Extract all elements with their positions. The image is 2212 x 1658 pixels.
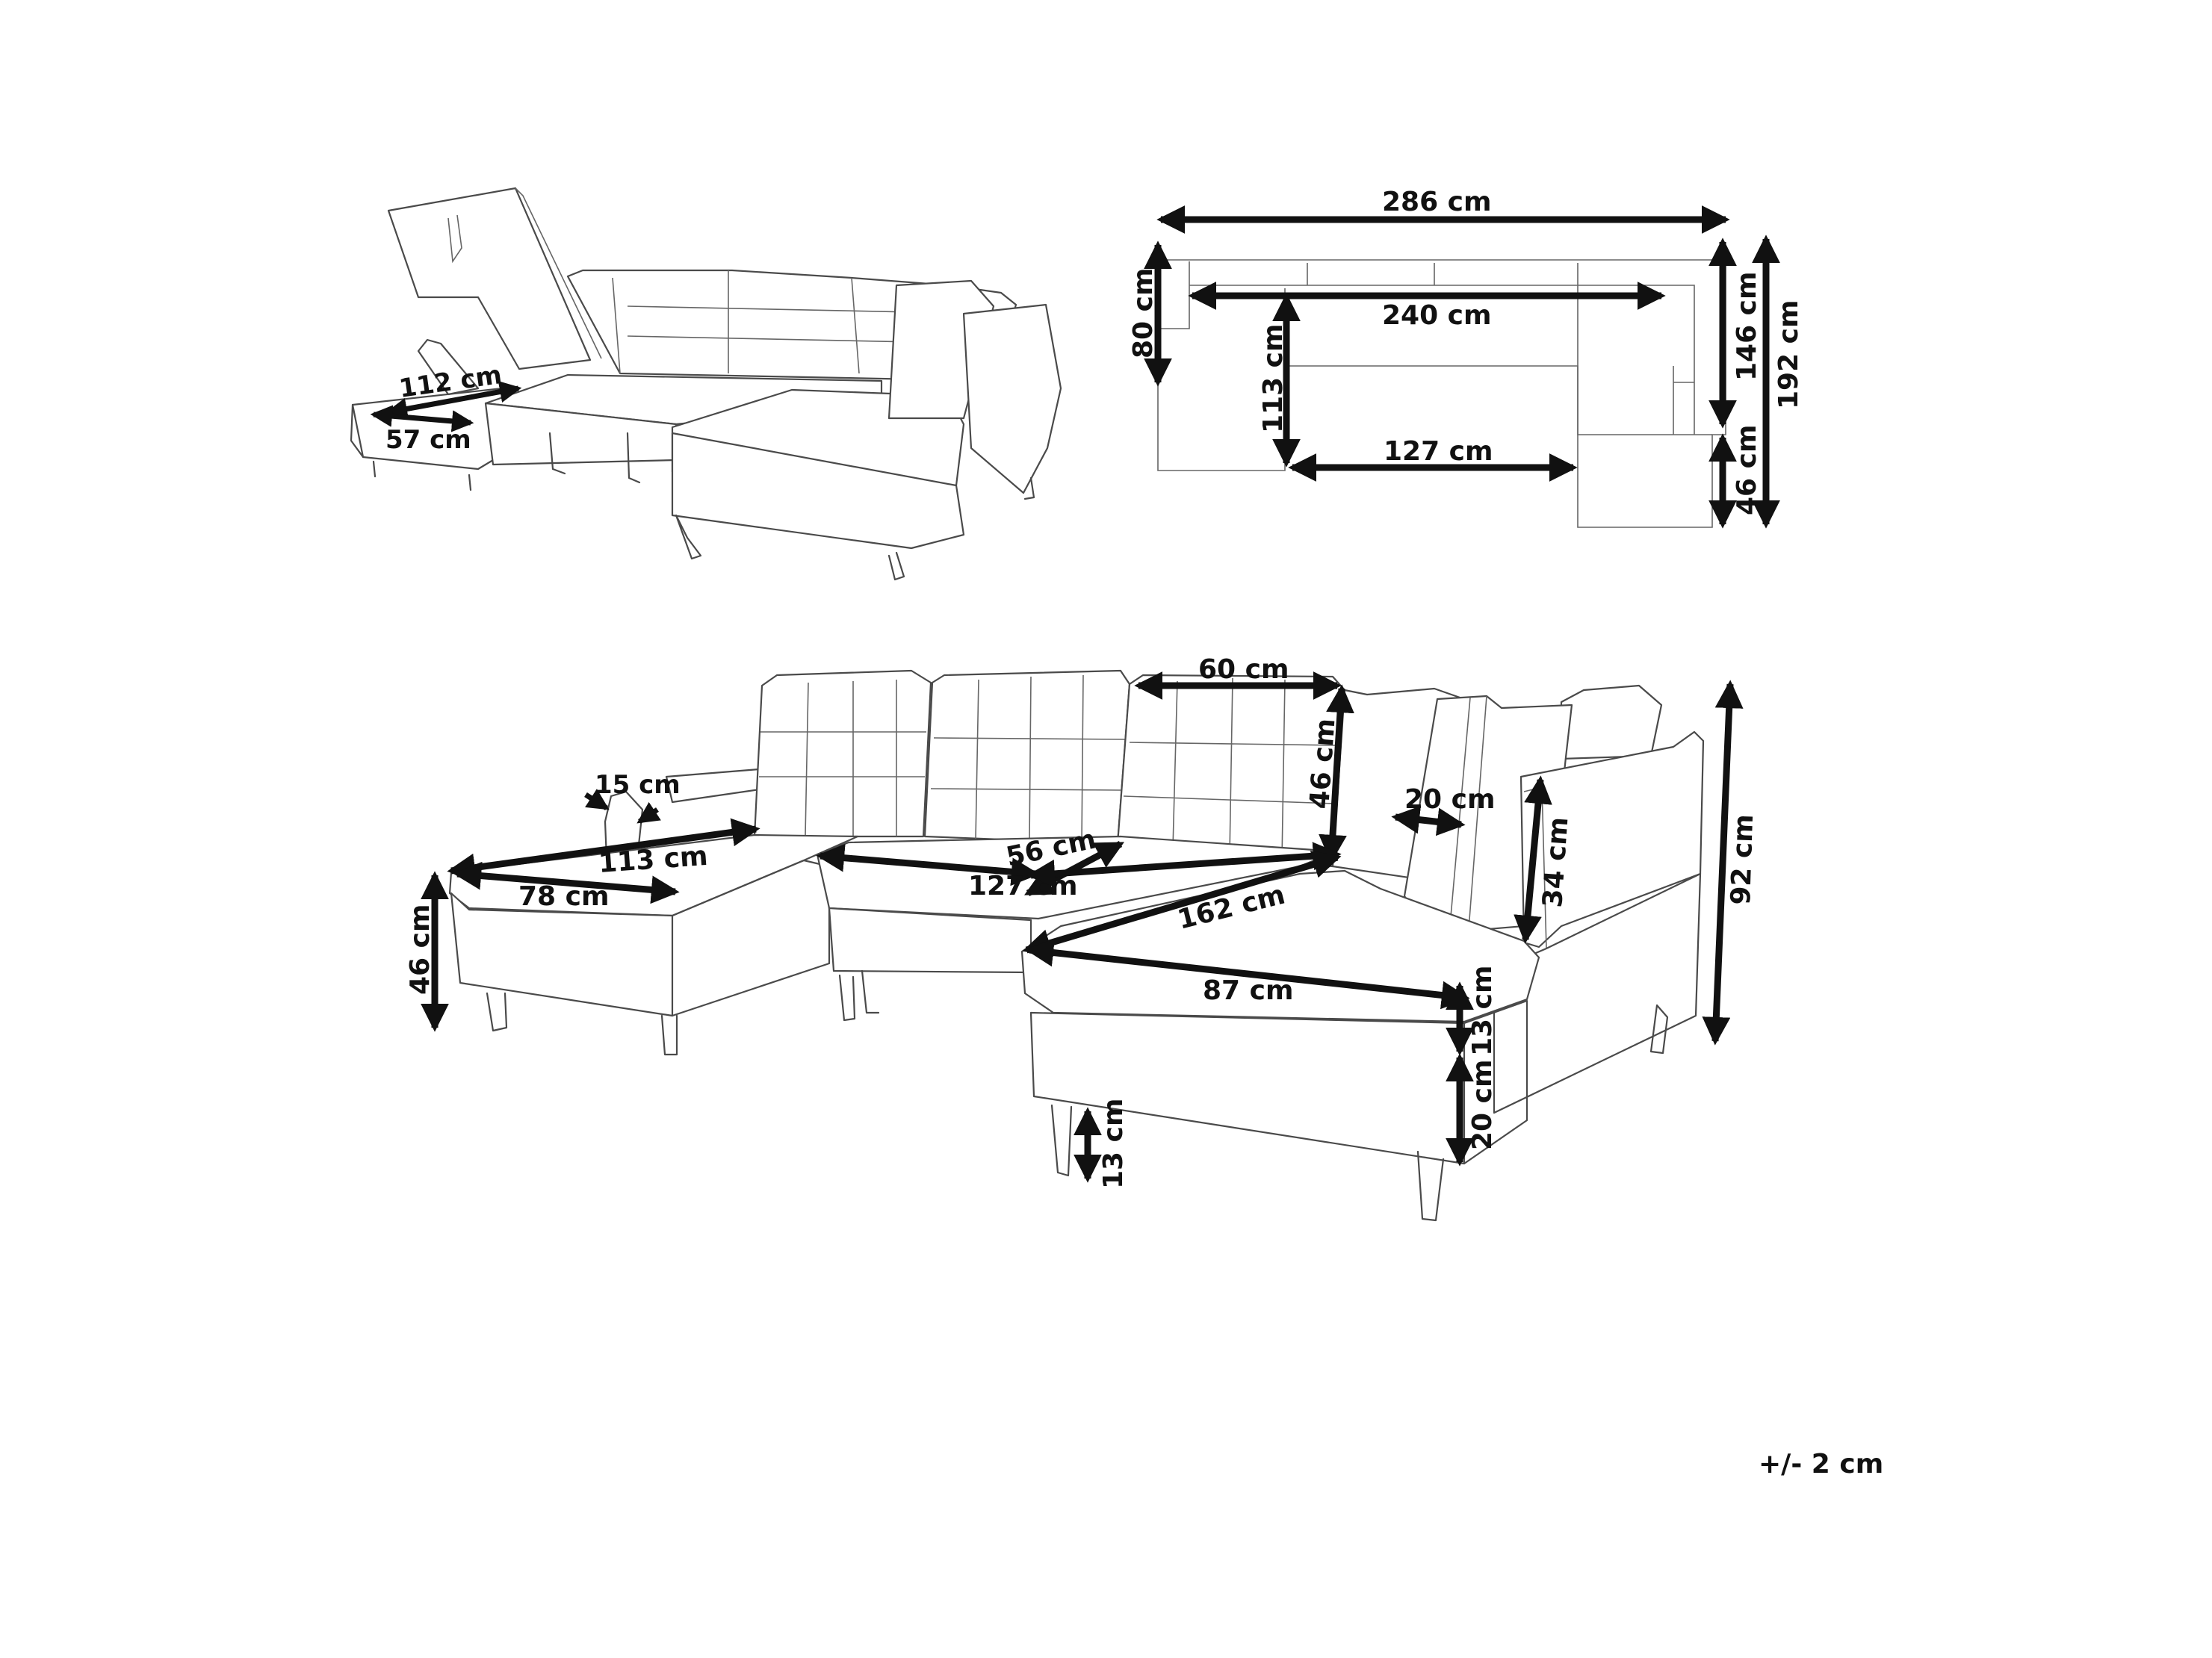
tolerance-note: +/- 2 cm <box>1759 1449 1883 1480</box>
dim-60-label: 60 cm <box>1198 654 1289 685</box>
dim-46-seat-label: 46 cm <box>405 904 436 995</box>
right-arm <box>962 303 1062 494</box>
dim-240-label: 240 cm <box>1382 300 1492 331</box>
dim-286-label: 286 cm <box>1382 187 1492 217</box>
dim-46-back-label: 46 cm <box>1304 718 1341 810</box>
storage-lid <box>387 187 592 370</box>
dim-78-label: 78 cm <box>518 881 609 912</box>
dim-34-line <box>1514 775 1552 944</box>
dim-15-line-a <box>584 789 610 810</box>
dim-34-label: 34 cm <box>1537 816 1574 909</box>
back-cushion-5 <box>1560 684 1663 760</box>
back-cushion-1 <box>753 669 932 838</box>
dim-15-label: 15 cm <box>595 770 681 800</box>
dim-146-label: 146 cm <box>1732 271 1762 381</box>
dim-57-line <box>370 405 474 432</box>
dim-87-line <box>1025 938 1470 1010</box>
dim-127-main-line <box>816 843 1040 887</box>
dim-113-label: 113 cm <box>1258 323 1289 433</box>
dim-57-label: 57 cm <box>385 425 471 455</box>
dim-192-label: 192 cm <box>1773 299 1804 409</box>
dim-20-arm-label: 20 cm <box>1404 784 1495 815</box>
dim-127-label: 127 cm <box>1384 436 1493 467</box>
dim-162-line-b <box>1022 851 1342 957</box>
dim-13-leg-label: 13 cm <box>1098 1099 1129 1189</box>
dim-20-arm-line <box>1391 805 1466 836</box>
perspective-main-view: 60 cm 46 cm 15 cm 113 cm 78 cm 46 cm 56 … <box>405 654 1759 1222</box>
dim-78-line <box>453 861 680 904</box>
dim-87-label: 87 cm <box>1203 975 1293 1006</box>
dim-46-plan-label: 46 cm <box>1732 425 1762 515</box>
dim-92-label: 92 cm <box>1726 813 1759 905</box>
back-cushion-2 <box>923 669 1131 845</box>
dim-20-base-label: 20 cm <box>1467 1060 1498 1150</box>
dim-46-back-line <box>1319 684 1354 863</box>
dim-80-label: 80 cm <box>1128 268 1159 358</box>
perspective-open-storage-view: 112 cm 57 cm <box>350 187 1062 581</box>
dim-92-line <box>1702 680 1744 1046</box>
top-plan-view: 286 cm 240 cm 127 cm 80 cm 113 cm 146 cm… <box>1128 187 1804 529</box>
dim-13-cushion-label: 13 cm <box>1467 966 1498 1056</box>
